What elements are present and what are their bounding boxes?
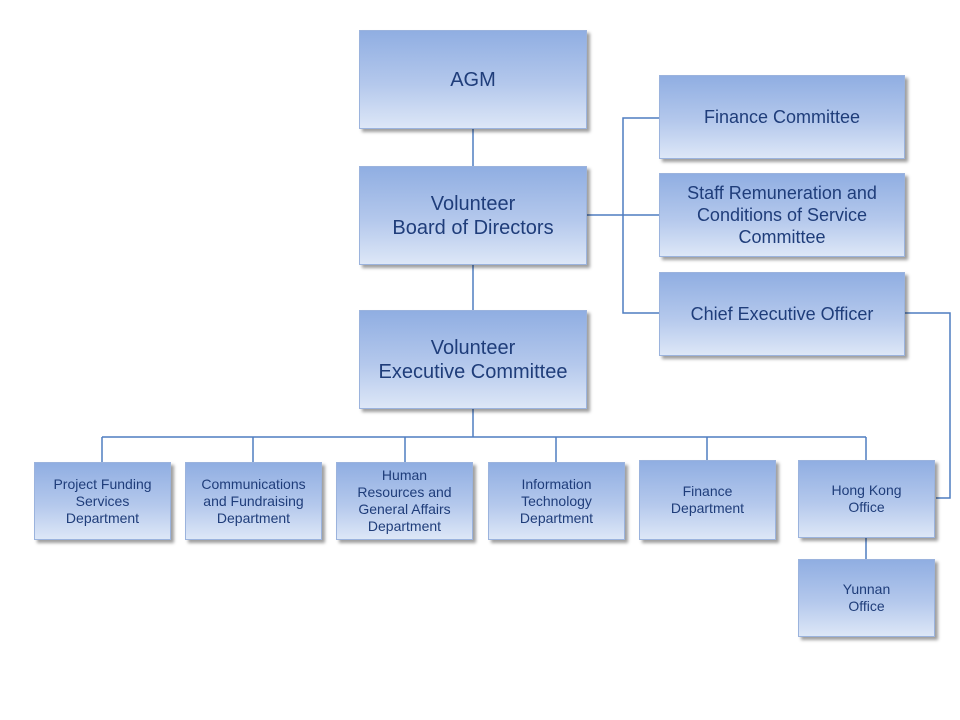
board-of-directors-box: Volunteer Board of Directors — [359, 166, 587, 265]
yunnan-office-box: Yunnan Office — [798, 559, 935, 637]
chief-executive-officer-box: Chief Executive Officer — [659, 272, 905, 356]
finance-committee-box: Finance Committee — [659, 75, 905, 159]
information-technology-department-box: Information Technology Department — [488, 462, 625, 540]
ceo-to-hong-kong-line — [905, 312, 951, 499]
hong-kong-office-box: Hong Kong Office — [798, 460, 935, 538]
finance-department-box: Finance Department — [639, 460, 776, 540]
human-resources-department-box: Human Resources and General Affairs Depa… — [336, 462, 473, 540]
staff-remuneration-committee-box: Staff Remuneration and Conditions of Ser… — [659, 173, 905, 257]
project-funding-department-box: Project Funding Services Department — [34, 462, 171, 540]
agm-box: AGM — [359, 30, 587, 129]
communications-fundraising-department-box: Communications and Fundraising Departmen… — [185, 462, 322, 540]
executive-committee-box: Volunteer Executive Committee — [359, 310, 587, 409]
